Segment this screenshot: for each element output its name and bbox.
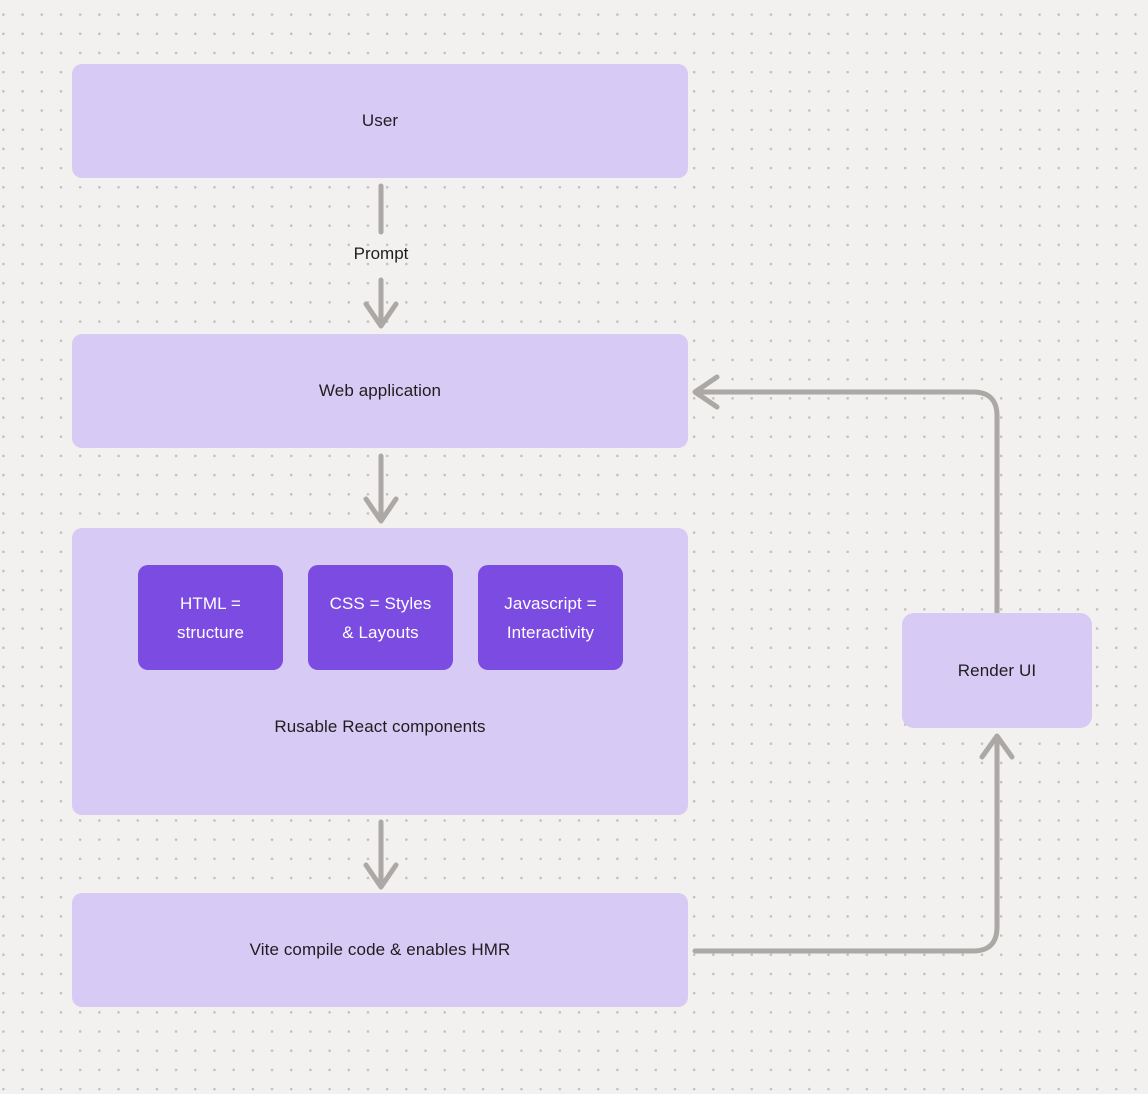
node-html-chip-label: HTML = structure bbox=[176, 593, 245, 642]
arrowhead-up-icon bbox=[979, 733, 1015, 760]
node-web-application: Web application bbox=[72, 334, 688, 448]
edge-vite-to-renderui bbox=[692, 733, 1015, 954]
node-vite: Vite compile code & enables HMR bbox=[72, 893, 688, 1007]
edge-webapp-to-components bbox=[363, 453, 399, 524]
arrowhead-down-icon bbox=[363, 301, 399, 329]
node-user: User bbox=[72, 64, 688, 178]
arrowhead-down-icon bbox=[363, 496, 399, 524]
edge-renderui-to-webapp bbox=[692, 374, 1000, 615]
node-html-chip: HTML = structure bbox=[138, 565, 283, 670]
arrowhead-left-icon bbox=[692, 374, 720, 410]
edge-label-prompt: Prompt bbox=[353, 244, 409, 263]
components-chip-row: HTML = structure CSS = Styles & Layouts … bbox=[138, 565, 623, 670]
node-components-container: HTML = structure CSS = Styles & Layouts … bbox=[72, 528, 688, 815]
node-vite-label: Vite compile code & enables HMR bbox=[249, 940, 511, 959]
node-web-application-label: Web application bbox=[318, 381, 442, 400]
node-css-chip: CSS = Styles & Layouts bbox=[308, 565, 453, 670]
edge-prompt-to-webapp bbox=[363, 277, 399, 329]
edge-components-to-vite bbox=[363, 819, 399, 890]
components-caption: Rusable React components bbox=[274, 717, 486, 736]
arrowhead-down-icon bbox=[363, 862, 399, 890]
node-javascript-chip-label: Javascript = Interactivity bbox=[504, 593, 597, 642]
node-render-ui-label: Render UI bbox=[957, 660, 1037, 680]
node-css-chip-label: CSS = Styles & Layouts bbox=[329, 593, 432, 642]
node-render-ui: Render UI bbox=[902, 613, 1092, 728]
node-user-label: User bbox=[361, 111, 399, 130]
node-javascript-chip: Javascript = Interactivity bbox=[478, 565, 623, 670]
